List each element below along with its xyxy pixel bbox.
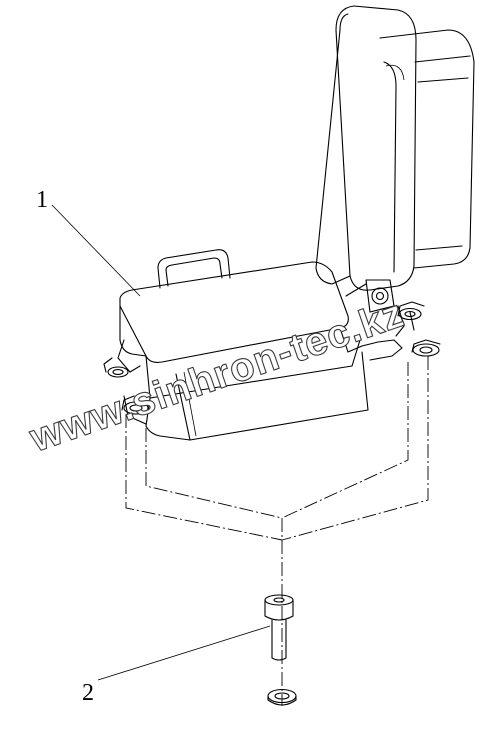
seat-cushion bbox=[117, 261, 415, 441]
mounting-feet bbox=[103, 301, 441, 415]
socket-head-bolt bbox=[264, 594, 294, 661]
callout-1: 1 bbox=[36, 187, 141, 297]
assembly-centerlines bbox=[125, 356, 429, 706]
callout-2: 2 bbox=[82, 625, 271, 706]
washer bbox=[267, 688, 297, 706]
backrest bbox=[315, 5, 475, 313]
grab-handle bbox=[157, 249, 231, 289]
callout-1-label: 1 bbox=[36, 187, 48, 213]
callout-2-label: 2 bbox=[82, 680, 94, 706]
